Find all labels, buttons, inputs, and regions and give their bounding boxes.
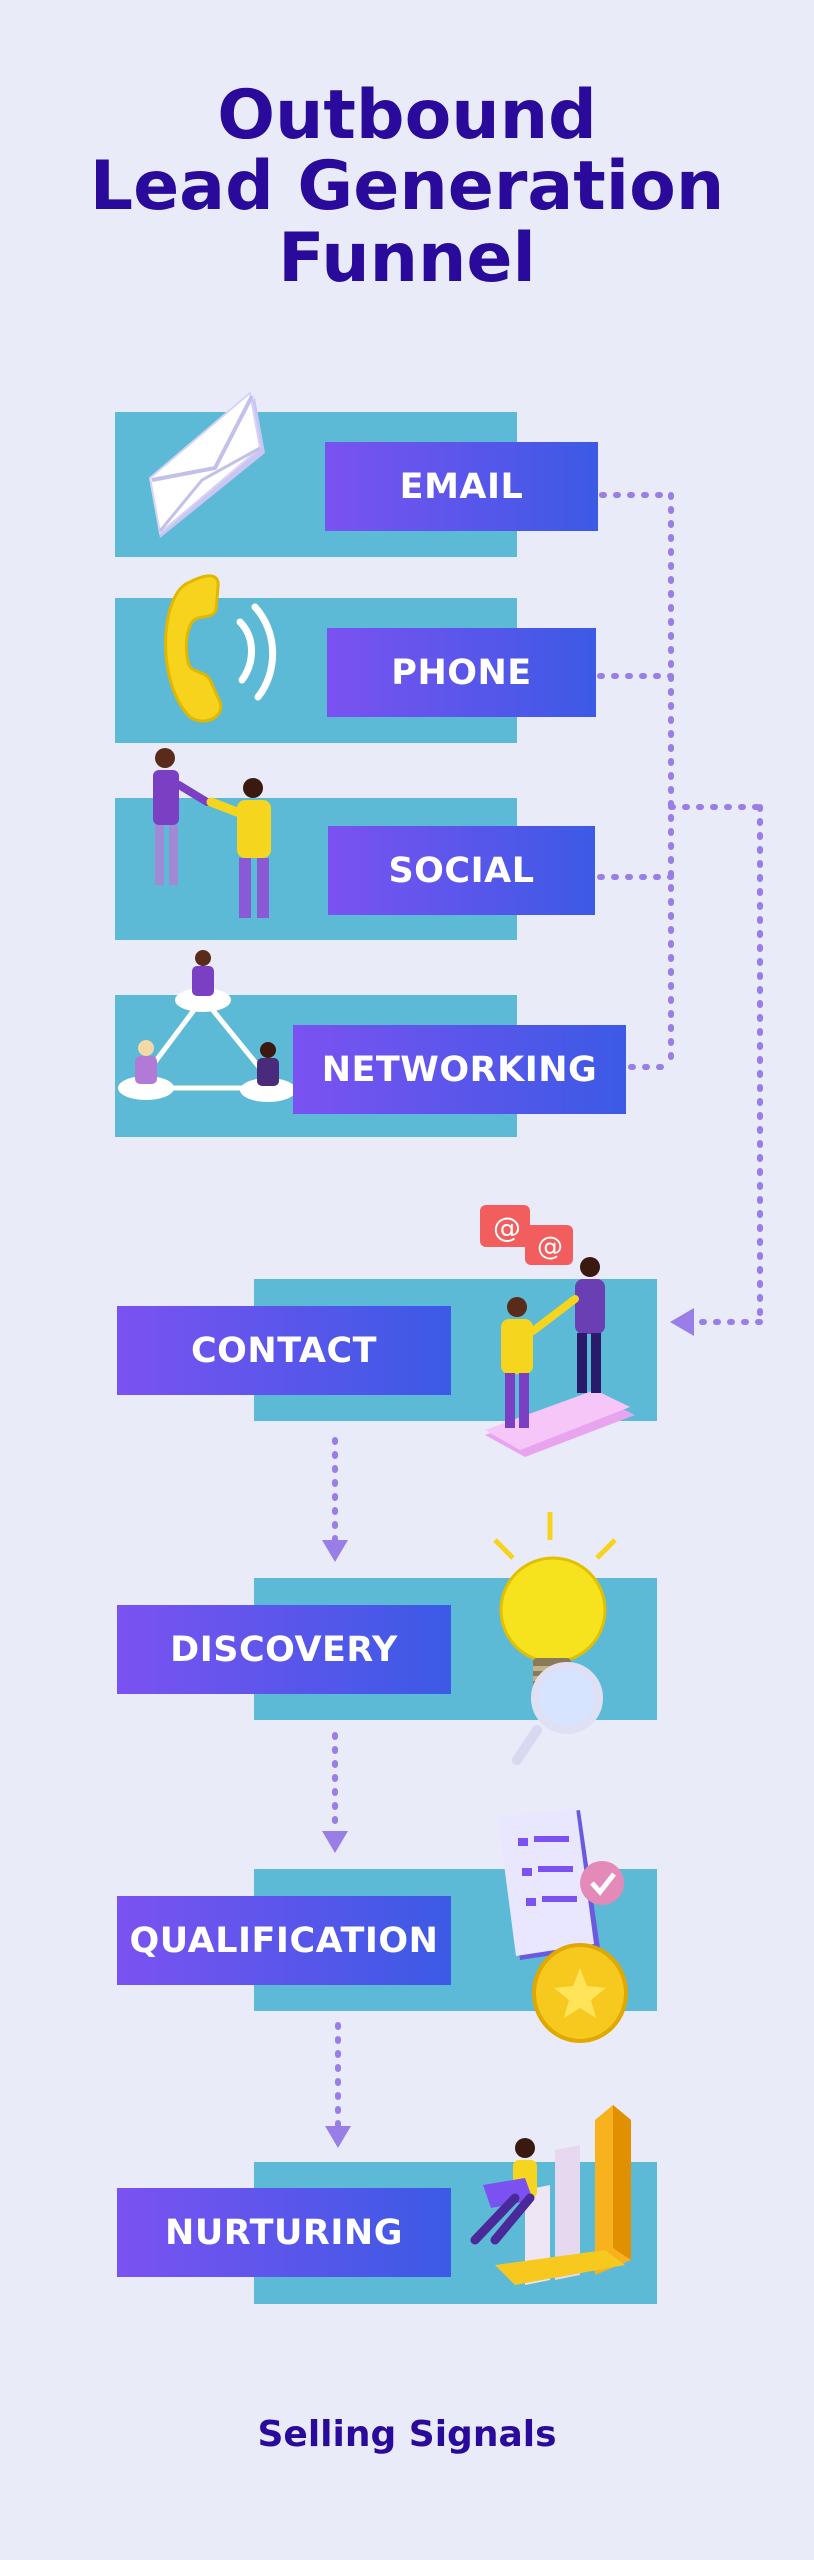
phone-handset-icon [164,574,277,723]
title-line-3: Funnel [278,218,536,298]
page-title: Outbound Lead Generation Funnel [0,76,814,298]
stage-label-qualification: QUALIFICATION [117,1896,451,1985]
footer-brand: Selling Signals [257,2414,557,2455]
arrowhead-discovery [322,1540,348,1562]
lightbulb-magnifier-icon [493,1512,617,1765]
arrowhead-contact [670,1308,694,1336]
arrowhead-qualification [322,1831,348,1853]
network-people-icon [118,950,296,1102]
growth-chart-person-icon [470,2105,631,2285]
svg-text:@: @ [537,1232,563,1262]
title-line-2: Lead Generation [89,147,725,227]
title-line-1: Outbound [217,76,597,155]
source-label-social: SOCIAL [328,826,595,915]
source-label-email: EMAIL [325,442,598,531]
stage-label-contact: CONTACT [117,1306,451,1395]
arrowhead-nurturing [325,2126,351,2148]
envelope-icon [148,391,265,538]
contact-chat-icon: @ @ [480,1205,635,1457]
handshake-people-icon [153,748,271,918]
stage-label-discovery: DISCOVERY [117,1605,451,1694]
source-label-networking: NETWORKING [293,1025,626,1114]
stage-label-nurturing: NURTURING [117,2188,451,2277]
source-label-phone: PHONE [327,628,596,717]
svg-text:@: @ [493,1211,521,1244]
checklist-coin-icon [498,1808,628,2043]
